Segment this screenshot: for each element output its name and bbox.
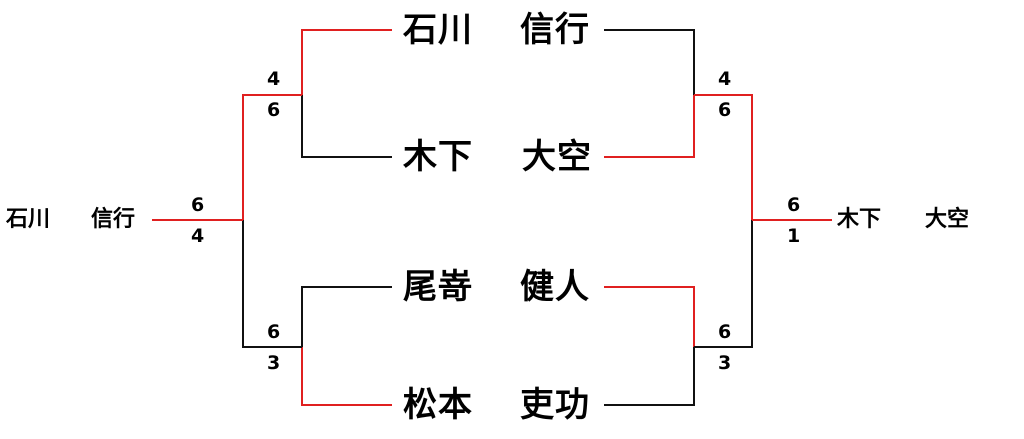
- player-3-family: 尾嵜: [403, 267, 473, 307]
- right-line-semi-bottom-out: [694, 220, 753, 348]
- right-winner-family: 木下: [837, 207, 882, 232]
- right-semi-top-score-2: 6: [718, 99, 732, 121]
- left-line-p4: [301, 347, 392, 406]
- left-winner-family: 石川: [6, 207, 51, 232]
- player-2-family: 木下: [403, 137, 473, 177]
- left-line-semi-bottom-out: [242, 220, 302, 348]
- right-final-score-1: 6: [787, 194, 801, 216]
- left-final-score-1: 6: [191, 194, 205, 216]
- player-4-family: 松本: [403, 385, 473, 425]
- right-line-semi-top-out: [694, 94, 753, 220]
- left-semi-top-score-2: 6: [267, 99, 281, 121]
- right-semi-bottom-score-2: 3: [718, 352, 732, 374]
- right-line-p3: [604, 286, 695, 347]
- right-line-p4: [604, 347, 695, 406]
- right-final-score-2: 1: [787, 225, 801, 247]
- player-2-given: 大空: [522, 137, 592, 177]
- left-semi-bottom-score-1: 6: [267, 321, 281, 343]
- left-line-semi-top-out: [242, 94, 302, 220]
- right-line-p1: [604, 29, 695, 95]
- left-line-p2: [301, 95, 392, 158]
- player-1-given: 信行: [520, 10, 590, 50]
- player-3-given: 健人: [520, 267, 590, 307]
- left-winner-given: 信行: [91, 207, 136, 232]
- left-line-p1: [301, 29, 392, 95]
- right-winner-given: 大空: [925, 207, 970, 232]
- left-semi-bottom-score-2: 3: [267, 352, 281, 374]
- right-line-p2: [604, 95, 695, 158]
- player-1-family: 石川: [403, 10, 473, 50]
- left-final-score-2: 4: [191, 225, 205, 247]
- right-semi-top-score-1: 4: [718, 68, 732, 90]
- right-semi-bottom-score-1: 6: [718, 321, 732, 343]
- player-4-given: 吏功: [520, 385, 590, 425]
- left-semi-top-score-1: 4: [267, 68, 281, 90]
- left-line-p3: [301, 286, 392, 347]
